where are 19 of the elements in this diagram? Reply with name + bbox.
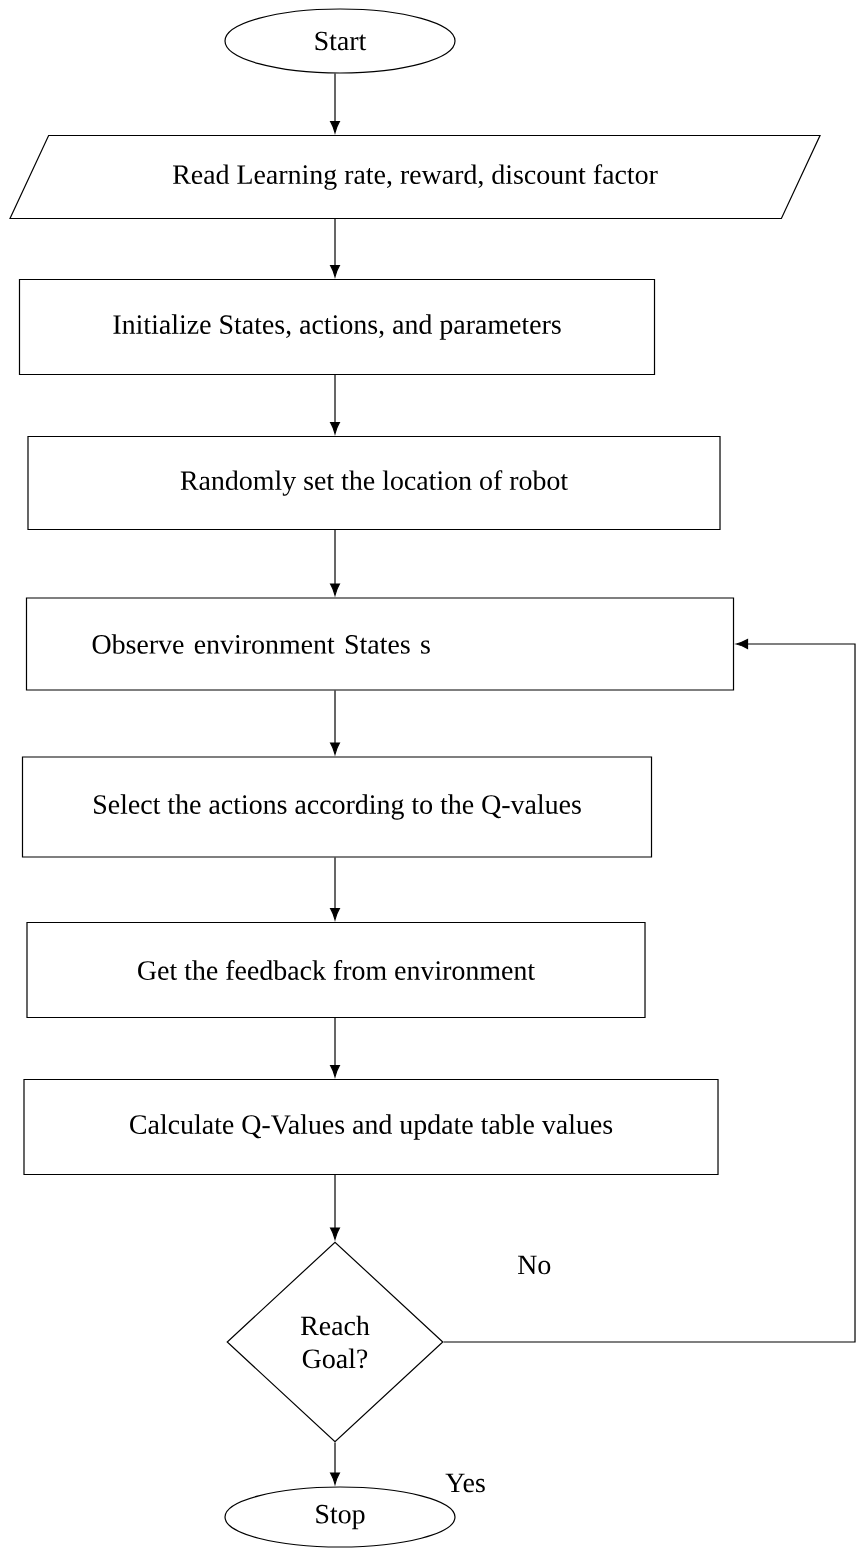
edge-label: No (518, 1255, 551, 1275)
arrow (443, 639, 856, 1343)
process-box: Calculate Q-Values and update table values (23, 1078, 719, 1176)
arrow (329, 1174, 341, 1240)
process-box: Randomly set the location of robot (27, 435, 721, 531)
process-box: Select the actions according to the Q-values (21, 756, 653, 858)
arrow (329, 218, 341, 278)
process-box: Get the feedback from environment (26, 921, 646, 1019)
input-parallelogram: Read Learning rate, reward, discount factor (9, 134, 821, 220)
arrow (329, 1017, 341, 1078)
arrow (329, 690, 341, 755)
arrow (329, 1442, 341, 1485)
process-box: Initialize States, actions, and parameters (18, 278, 656, 376)
start-terminal: Start (224, 8, 456, 74)
arrow (329, 857, 341, 921)
arrow (329, 374, 341, 435)
arrow (329, 73, 341, 134)
arrow (329, 529, 341, 596)
process-box: Observe environment States s (25, 597, 735, 691)
